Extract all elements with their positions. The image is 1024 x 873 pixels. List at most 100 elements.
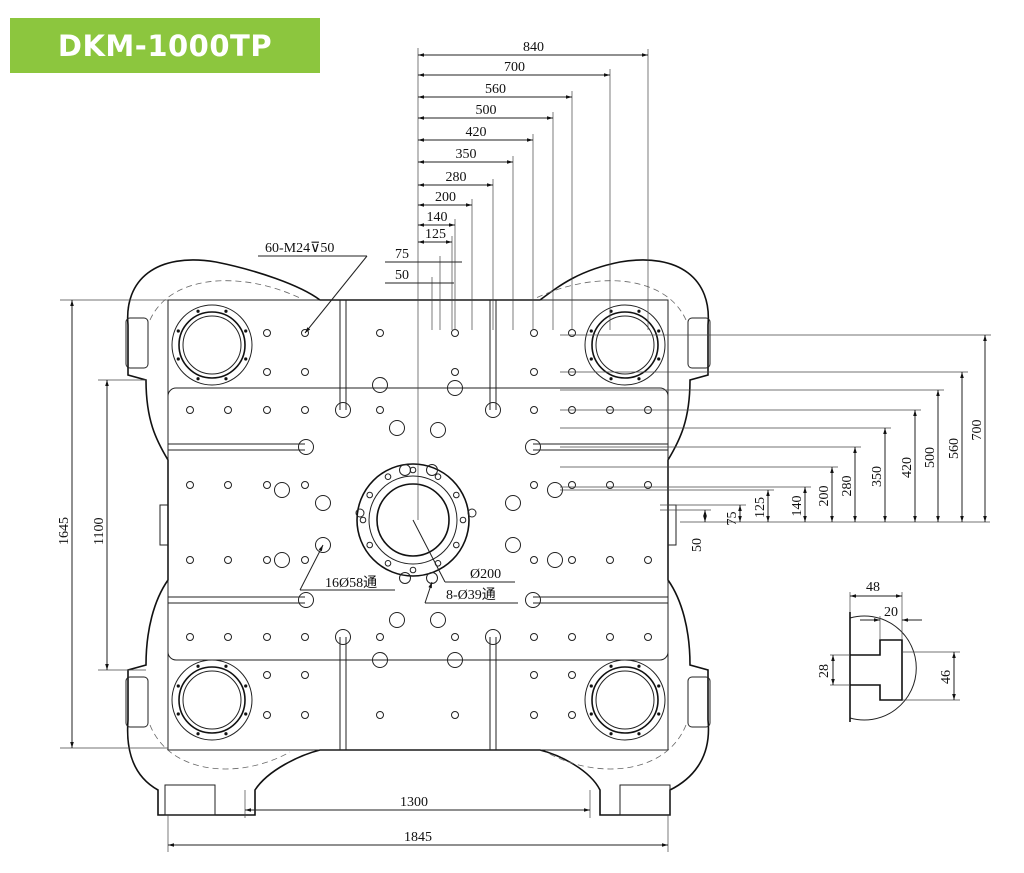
tapped-hole	[530, 633, 538, 641]
tapped-hole	[263, 556, 271, 564]
top-dimension-label: 420	[466, 125, 487, 140]
tapped-hole	[301, 329, 309, 337]
through-hole	[447, 652, 463, 668]
through-hole	[335, 629, 351, 645]
tapped-hole	[530, 671, 538, 679]
right-dimension-label: 125	[753, 497, 768, 518]
top-dimension-label: 500	[476, 103, 497, 118]
tapped-hole	[530, 406, 538, 414]
tapped-hole	[568, 481, 576, 489]
tapped-hole	[263, 329, 271, 337]
tapped-hole	[263, 368, 271, 376]
top-dimension-label: 350	[456, 147, 477, 162]
tapped-hole	[263, 481, 271, 489]
top-dimension-label: 700	[504, 60, 525, 75]
tapped-hole	[530, 329, 538, 337]
tie-bar-bores	[171, 304, 666, 741]
right-dimension-label: 140	[790, 496, 805, 517]
through-hole	[389, 612, 405, 628]
through-hole	[315, 537, 331, 553]
tapped-hole	[568, 633, 576, 641]
tapped-hole	[186, 481, 194, 489]
tapped-hole	[301, 671, 309, 679]
tapped-hole	[530, 556, 538, 564]
right-dimension-label: 700	[970, 420, 985, 441]
tslot-width-label: 48	[866, 580, 880, 595]
tslot-detail: 48 20 28 46	[817, 580, 960, 722]
tapped-hole	[301, 406, 309, 414]
dimensions: 8407005605004203502802001401257550700560…	[57, 40, 991, 852]
tslot-head-height-label: 46	[939, 670, 954, 684]
tie-bar-bore	[584, 659, 666, 741]
through-hole	[505, 495, 521, 511]
through-hole	[315, 495, 331, 511]
model-title: DKM-1000TP	[57, 28, 273, 63]
right-dimension-label: 50	[690, 538, 705, 552]
through-hole	[485, 629, 501, 645]
tapped-hole	[644, 556, 652, 564]
tapped-hole	[568, 711, 576, 719]
tapped-hole	[568, 671, 576, 679]
through-hole	[372, 652, 388, 668]
right-dimension-label: 75	[725, 512, 740, 526]
tapped-holes-callout: 60-M24⊽50	[265, 241, 334, 256]
t-slot	[533, 596, 668, 604]
inner-width-label: 1300	[400, 795, 428, 810]
callouts: 60-M24⊽50 16Ø58通 Ø200 8-Ø39通	[258, 241, 518, 604]
tapped-hole	[451, 329, 459, 337]
tie-bar-bore	[584, 304, 666, 386]
tapped-hole	[451, 368, 459, 376]
top-dimension-label: 280	[446, 170, 467, 185]
tapped-hole	[301, 633, 309, 641]
through-hole	[430, 612, 446, 628]
through-holes-58-callout: 16Ø58通	[325, 575, 377, 591]
through-hole	[485, 402, 501, 418]
t-slot	[533, 443, 668, 451]
center-bore-callout: Ø200	[470, 567, 501, 582]
t-slot	[168, 443, 305, 451]
tapped-hole	[451, 711, 459, 719]
right-dimension-label: 350	[870, 466, 885, 487]
tapped-hole	[568, 329, 576, 337]
top-dimension-label: 125	[425, 227, 446, 242]
tapped-hole	[530, 711, 538, 719]
through-hole	[335, 402, 351, 418]
tapped-hole	[376, 406, 384, 414]
t-slot	[339, 637, 347, 750]
tapped-hole	[301, 711, 309, 719]
tapped-hole	[376, 711, 384, 719]
right-dimension-label: 560	[947, 438, 962, 459]
through-hole	[505, 537, 521, 553]
top-dimension-label: 560	[485, 82, 506, 97]
tapped-hole	[301, 481, 309, 489]
top-dimension-label: 50	[395, 268, 409, 283]
t-slot	[489, 637, 497, 750]
through-hole	[389, 420, 405, 436]
tapped-hole	[224, 633, 232, 641]
overall-height-label: 1645	[57, 517, 72, 545]
tapped-hole	[263, 633, 271, 641]
tapped-hole	[644, 633, 652, 641]
tapped-hole	[530, 368, 538, 376]
tslot-neck-width-label: 20	[884, 605, 898, 620]
tie-bar-height-label: 1100	[92, 518, 107, 545]
tapped-hole	[644, 481, 652, 489]
right-dimension-label: 280	[840, 476, 855, 497]
tapped-hole	[224, 481, 232, 489]
tapped-hole	[224, 406, 232, 414]
through-hole	[274, 552, 290, 568]
through-hole	[274, 482, 290, 498]
t-slot	[168, 596, 305, 604]
tapped-hole	[606, 556, 614, 564]
tie-bar-bore	[171, 659, 253, 741]
tapped-hole	[224, 556, 232, 564]
mounting-holes	[186, 329, 652, 719]
through-hole	[298, 592, 314, 608]
top-dimension-label: 140	[427, 210, 448, 225]
center-bore	[355, 463, 477, 584]
top-dimension-label: 200	[435, 190, 456, 205]
tapped-hole	[606, 633, 614, 641]
through-hole	[447, 380, 463, 396]
tapped-hole	[186, 406, 194, 414]
